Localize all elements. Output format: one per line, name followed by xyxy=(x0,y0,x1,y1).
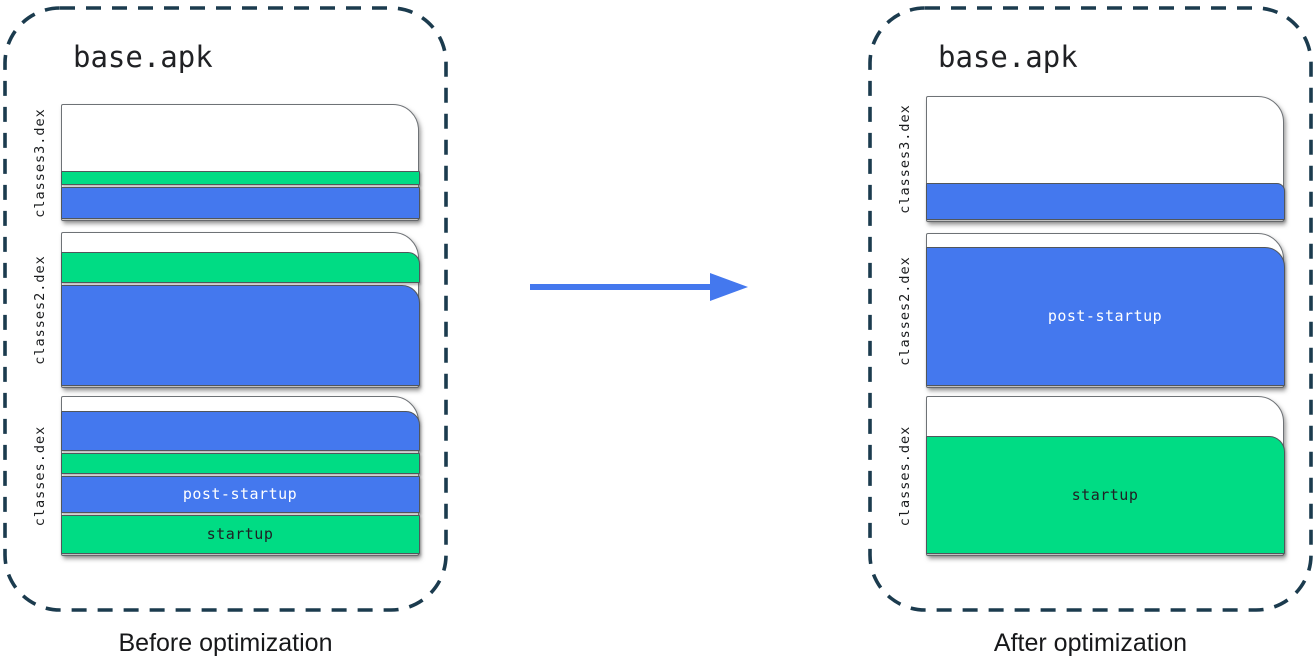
dex-file-page xyxy=(60,232,420,388)
dex-file-name: classes3.dex xyxy=(19,104,61,221)
dex-file-name-text: classes3.dex xyxy=(897,104,914,214)
dex-file-name: classes3.dex xyxy=(884,96,926,222)
segment-blue xyxy=(925,183,1285,220)
dex-file-name: classes2.dex xyxy=(19,232,61,388)
arrow-head-icon xyxy=(710,273,748,301)
dex-file-page xyxy=(60,104,420,221)
dex-file-row: classes3.dex xyxy=(19,104,420,221)
segment-green xyxy=(60,453,420,474)
segment-green-startup: startup xyxy=(60,515,420,554)
dex-file-name-text: classes.dex xyxy=(897,425,913,527)
dex-file-name-text: classes.dex xyxy=(32,425,48,527)
segment-green xyxy=(60,171,420,185)
dex-file-row: classes3.dex xyxy=(884,96,1285,222)
segment-blue-post-startup: post-startup xyxy=(925,247,1285,386)
segment-blue xyxy=(60,187,420,219)
arrow-icon xyxy=(530,284,712,290)
segment-green-startup: startup xyxy=(925,436,1285,554)
apk-title: base.apk xyxy=(938,40,1078,74)
before-caption: Before optimization xyxy=(118,629,333,657)
dex-file-name-text: classes2.dex xyxy=(32,255,49,365)
dex-file-row: classes.dex startup xyxy=(884,396,1285,556)
segment-blue xyxy=(60,411,420,451)
dex-file-name: classes.dex xyxy=(19,396,61,556)
dex-file-row: classes2.dex post-startup xyxy=(884,233,1285,388)
dex-file-name: classes.dex xyxy=(884,396,926,556)
dex-file-name-text: classes2.dex xyxy=(897,255,914,366)
dashed-border xyxy=(868,6,1313,612)
after-panel: base.apk classes3.dex classes2.dex post-st… xyxy=(868,6,1313,612)
dex-file-page xyxy=(925,96,1285,222)
dex-file-name-text: classes3.dex xyxy=(32,107,49,218)
dashed-border-rect xyxy=(3,6,448,612)
dex-file-name: classes2.dex xyxy=(884,233,926,388)
segment-blue-post-startup: post-startup xyxy=(60,476,420,513)
after-caption: After optimization xyxy=(993,629,1188,657)
dex-file-row: classes2.dex xyxy=(19,232,420,388)
dex-files-before: classes3.dex classes2.dex classes.dex post-… xyxy=(3,6,448,612)
apk-title: base.apk xyxy=(73,40,213,74)
dex-file-page: post-startup xyxy=(925,233,1285,388)
segment-blue xyxy=(60,285,420,386)
dashed-border xyxy=(3,6,448,612)
dashed-border-rect xyxy=(868,6,1313,612)
dex-file-page: startup xyxy=(925,396,1285,556)
segment-green xyxy=(60,252,420,283)
